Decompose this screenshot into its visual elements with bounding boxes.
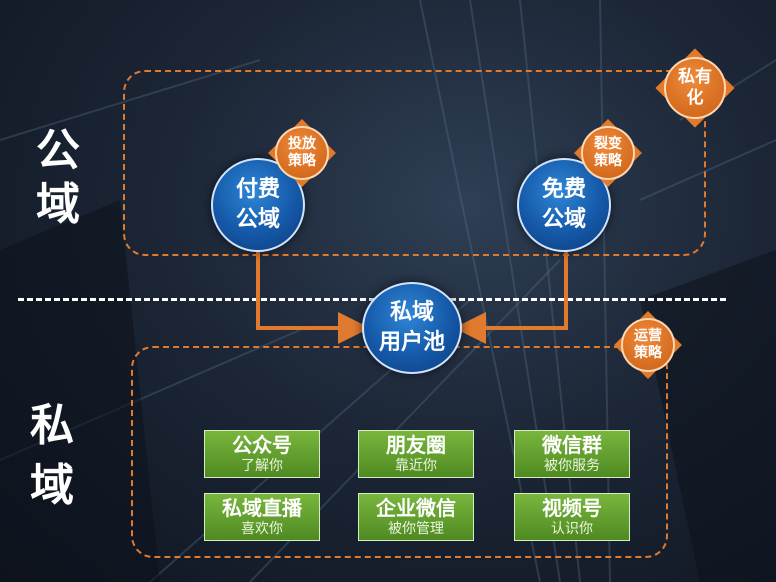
channel-video-account: 视频号 认识你 [514,493,630,541]
channel-title: 朋友圈 [386,433,446,457]
private-domain-text: 私域 [30,400,74,511]
fission-line1: 裂变 [594,136,622,152]
public-domain-label: 公域 [28,124,88,232]
arrow-free-to-pool [454,244,568,344]
channel-subtitle: 被你服务 [544,458,600,474]
channel-official-account: 公众号 了解你 [204,430,320,478]
operation-line1: 运营 [634,328,662,344]
channel-private-live: 私域直播 喜欢你 [204,493,320,541]
public-domain-box [123,70,706,256]
channel-subtitle: 了解你 [241,458,283,474]
channel-subtitle: 喜欢你 [241,521,283,537]
operation-line2: 策略 [634,345,662,361]
placement-line2: 策略 [288,153,316,169]
channel-title: 公众号 [232,433,292,457]
public-domain-text: 公域 [36,125,80,230]
privatize-badge: 私有 化 [650,48,740,128]
free-node-line1: 免费 [541,177,586,202]
channel-title: 微信群 [542,433,602,457]
channel-wechat-group: 微信群 被你服务 [514,430,630,478]
operation-strategy-badge: 运营 策略 [610,311,686,379]
paid-node-line2: 公域 [235,207,280,232]
free-node-line2: 公域 [541,207,586,232]
paid-node-line1: 付费 [235,177,280,202]
privatize-line1: 私有 [678,67,712,87]
private-user-pool-node: 私域 用户池 [362,282,462,374]
pool-node-line1: 私域 [389,300,434,325]
channel-subtitle: 靠近你 [395,458,437,474]
free-public-domain-node: 免费 公域 [517,158,611,252]
channel-title: 企业微信 [376,496,456,520]
fission-strategy-badge: 裂变 策略 [570,119,646,187]
channel-title: 视频号 [542,496,602,520]
channel-enterprise-wechat: 企业微信 被你管理 [358,493,474,541]
channel-moments: 朋友圈 靠近你 [358,430,474,478]
private-domain-label: 私域 [22,396,82,516]
channel-subtitle: 被你管理 [388,521,444,537]
pool-node-line2: 用户池 [378,330,445,355]
arrow-paid-to-pool [256,244,370,344]
channel-subtitle: 认识你 [551,521,593,537]
privatize-line2: 化 [686,88,704,108]
channel-title: 私域直播 [222,496,302,520]
placement-strategy-badge: 投放 策略 [264,119,340,187]
fission-line2: 策略 [594,153,622,169]
placement-line1: 投放 [288,136,316,152]
